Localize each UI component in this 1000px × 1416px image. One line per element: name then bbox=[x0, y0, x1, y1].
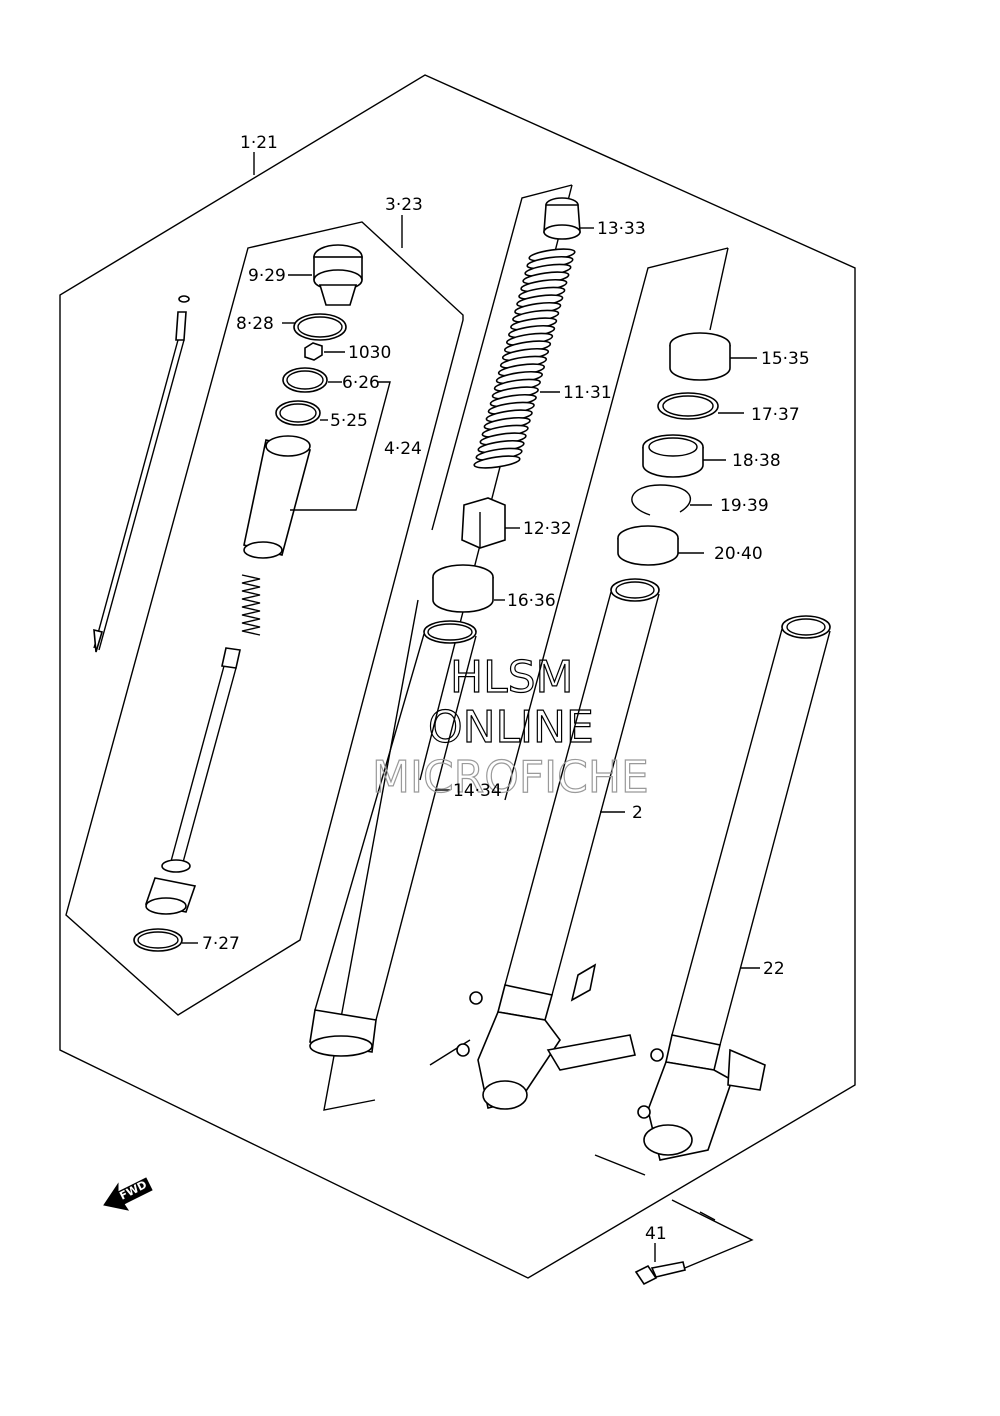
inner-tube bbox=[309, 620, 477, 1057]
label-13-33: 13·33 bbox=[597, 219, 646, 239]
label-10-30: 1030 bbox=[348, 343, 391, 363]
bushing-16-36 bbox=[432, 564, 494, 613]
label-8-28: 8·28 bbox=[236, 314, 274, 334]
label-15-35: 15·35 bbox=[761, 349, 810, 369]
assembly-outline-1-21 bbox=[59, 74, 856, 1279]
watermark-line3: MICROFICHE bbox=[372, 752, 649, 803]
label-5-25: 5·25 bbox=[330, 411, 368, 431]
o-ring-8-28 bbox=[293, 313, 347, 341]
label-3-23: 3·23 bbox=[385, 195, 423, 215]
label-11-31: 11·31 bbox=[563, 383, 612, 403]
outer-tube-outline-right bbox=[709, 247, 729, 331]
label-14-34: 14·34 bbox=[453, 781, 502, 801]
label-12-32: 12·32 bbox=[523, 519, 572, 539]
axle-pinch-bolt bbox=[634, 1261, 686, 1286]
bolt-bracket-dash bbox=[699, 1211, 716, 1221]
dust-seal bbox=[669, 332, 731, 381]
leader-4-24 bbox=[290, 381, 391, 511]
spring-column-outline bbox=[431, 184, 573, 531]
label-4-24: 4·24 bbox=[384, 439, 422, 459]
watermark: HLSM ONLINE MICROFICHE bbox=[371, 651, 649, 803]
cartridge-outline-3-23 bbox=[65, 221, 464, 1016]
small-spring bbox=[241, 574, 261, 636]
label-22: 22 bbox=[763, 959, 785, 979]
label-9-29: 9·29 bbox=[248, 266, 286, 286]
outer-tube-left bbox=[456, 578, 660, 1110]
label-19-39: 19·39 bbox=[720, 496, 769, 516]
bushing-20-40 bbox=[617, 525, 679, 566]
label-6-26: 6·26 bbox=[342, 373, 380, 393]
circlip bbox=[631, 484, 692, 516]
label-7-27: 7·27 bbox=[202, 934, 240, 954]
stopper-ring bbox=[657, 392, 719, 420]
outer-tube-right bbox=[637, 615, 831, 1161]
label-16-36: 16·36 bbox=[507, 591, 556, 611]
cap-bolt bbox=[313, 244, 363, 306]
label-41: 41 bbox=[645, 1224, 667, 1244]
bolt-bracket-outline bbox=[594, 1154, 646, 1176]
watermark-line1: HLSM bbox=[450, 652, 574, 703]
main-fork-spring bbox=[473, 248, 576, 469]
oil-seal bbox=[642, 434, 704, 478]
nut-10-30 bbox=[304, 342, 323, 361]
label-18-38: 18·38 bbox=[732, 451, 781, 471]
spring-coil bbox=[473, 455, 521, 469]
outer-tube-outline bbox=[504, 247, 729, 801]
ring-5-25 bbox=[275, 400, 321, 426]
bolt-bracket-outline-2 bbox=[671, 1199, 754, 1271]
damper-rod bbox=[93, 295, 190, 653]
forward-arrow-icon: FWD bbox=[103, 1177, 153, 1211]
spring-column-outline-lower bbox=[323, 599, 419, 1111]
ring-6-26 bbox=[282, 367, 328, 393]
label-17-37: 17·37 bbox=[751, 405, 800, 425]
ring-7-27 bbox=[133, 928, 183, 952]
watermark-line2: ONLINE bbox=[428, 702, 594, 753]
label-20-40: 20·40 bbox=[714, 544, 763, 564]
label-1-21: 1·21 bbox=[240, 133, 278, 153]
spring-adjuster bbox=[543, 197, 581, 240]
cartridge-body bbox=[243, 435, 311, 559]
piston-rod bbox=[144, 647, 241, 915]
spacer bbox=[461, 497, 506, 549]
label-2: 2 bbox=[632, 803, 643, 823]
